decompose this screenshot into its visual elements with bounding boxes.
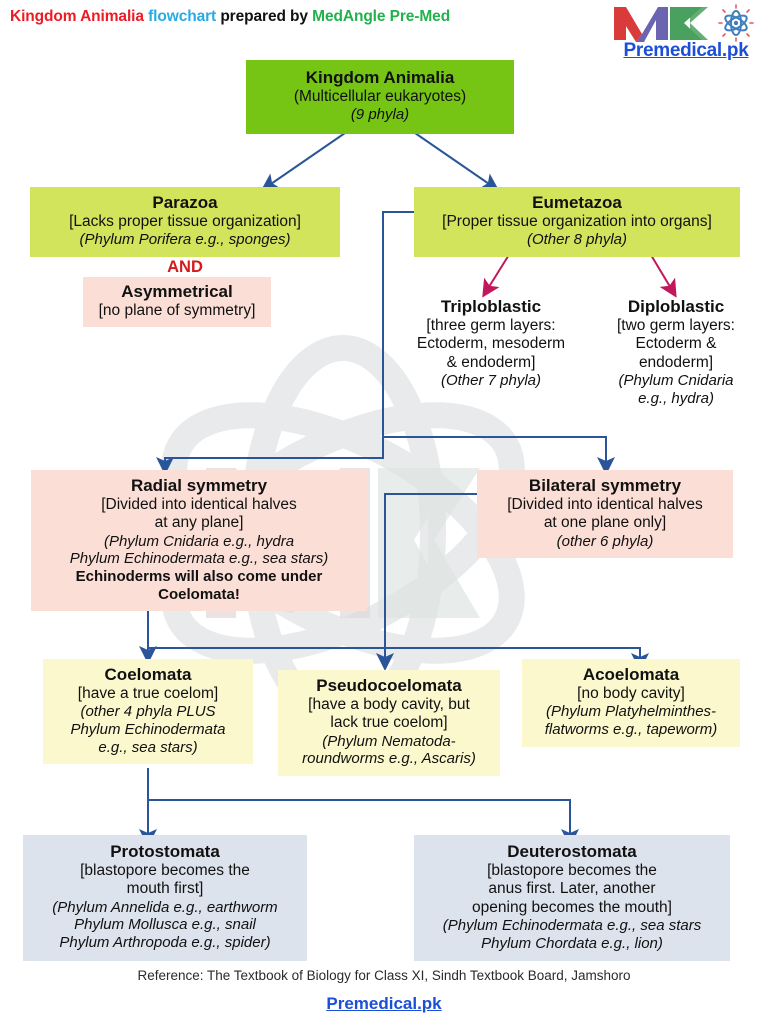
acoelomata-title: Acoelomata <box>582 665 680 684</box>
triploblastic-desc1: [three germ layers: <box>426 317 556 335</box>
acoelomata-note2: flatworms e.g., tapeworm) <box>544 721 718 739</box>
deuterostomata-note1: (Phylum Echinodermata e.g., sea stars <box>442 916 702 934</box>
deuterostomata-desc2: anus first. Later, another <box>488 880 656 898</box>
diploblastic-note2: e.g., hydra) <box>638 389 714 407</box>
title-part-kingdom: Kingdom Animalia <box>10 8 149 25</box>
page-title: Kingdom Animalia flowchart prepared by M… <box>10 8 450 26</box>
title-part-preparedby: prepared by <box>220 8 313 25</box>
brand-logo[interactable]: Premedical.pk <box>610 4 762 62</box>
node-triploblastic[interactable]: Triploblastic [three germ layers: Ectode… <box>393 297 589 390</box>
coelomata-title: Coelomata <box>104 665 192 684</box>
radial-note1: (Phylum Cnidaria e.g., hydra <box>103 532 295 550</box>
node-radial-symmetry[interactable]: Radial symmetry [Divided into identical … <box>31 470 367 612</box>
node-eumetazoa[interactable]: Eumetazoa [Proper tissue organization in… <box>414 187 740 258</box>
pseudocoelomata-note2: roundworms e.g., Ascaris) <box>302 750 476 768</box>
diploblastic-desc1: [two germ layers: <box>616 317 735 335</box>
brand-name[interactable]: Premedical.pk <box>623 40 749 61</box>
asymmetrical-desc: [no plane of symmetry] <box>98 302 256 320</box>
eumetazoa-note: (Other 8 phyla) <box>526 231 628 249</box>
radial-bold2: Coelomata! <box>158 585 240 603</box>
title-part-flowchart: flowchart <box>148 8 221 25</box>
node-asymmetrical[interactable]: Asymmetrical [no plane of symmetry] <box>83 277 271 328</box>
diploblastic-desc3: endoderm] <box>638 353 714 371</box>
medangle-m-logo <box>614 4 754 42</box>
node-pseudocoelomata[interactable]: Pseudocoelomata [have a body cavity, but… <box>278 670 500 776</box>
pseudocoelomata-title: Pseudocoelomata <box>316 676 462 695</box>
diploblastic-note1: (Phylum Cnidaria <box>618 371 734 389</box>
pseudocoelomata-desc1: [have a body cavity, but <box>308 696 470 714</box>
triploblastic-note: (Other 7 phyla) <box>440 371 542 389</box>
deuterostomata-title: Deuterostomata <box>507 842 637 861</box>
diploblastic-title: Diploblastic <box>627 297 725 316</box>
node-bilateral-symmetry[interactable]: Bilateral symmetry [Divided into identic… <box>477 470 733 559</box>
node-protostomata[interactable]: Protostomata [blastopore becomes the mou… <box>23 835 307 961</box>
pseudocoelomata-note1: (Phylum Nematoda- <box>322 732 456 750</box>
node-deuterostomata[interactable]: Deuterostomata [blastopore becomes the a… <box>414 835 730 962</box>
kingdom-desc: (Multicellular eukaryotes) <box>293 88 467 106</box>
bilateral-note: (other 6 phyla) <box>556 532 654 550</box>
radial-title: Radial symmetry <box>130 476 268 495</box>
radial-note2: Phylum Echinodermata e.g., sea stars) <box>69 550 329 568</box>
deuterostomata-desc1: [blastopore becomes the <box>487 862 657 880</box>
node-parazoa[interactable]: Parazoa [Lacks proper tissue organizatio… <box>30 187 340 258</box>
node-kingdom-animalia[interactable]: Kingdom Animalia (Multicellular eukaryot… <box>246 60 514 135</box>
triploblastic-title: Triploblastic <box>440 297 542 316</box>
bilateral-desc2: at one plane only] <box>543 514 667 532</box>
kingdom-title: Kingdom Animalia <box>305 68 455 87</box>
node-coelomata[interactable]: Coelomata [have a true coelom] (other 4 … <box>43 659 253 765</box>
title-part-brand: MedAngle Pre-Med <box>312 8 451 25</box>
parazoa-note: (Phylum Porifera e.g., sponges) <box>79 231 291 249</box>
protostomata-title: Protostomata <box>110 842 220 861</box>
triploblastic-desc3: & endoderm] <box>446 353 536 371</box>
coelomata-note1: (other 4 phyla PLUS <box>80 703 216 721</box>
deuterostomata-desc3: opening becomes the mouth] <box>472 898 672 916</box>
pseudocoelomata-desc2: lack true coelom] <box>330 714 448 732</box>
radial-bold1: Echinoderms will also come under <box>75 567 323 585</box>
atom-icon <box>718 4 754 42</box>
deuterostomata-note2: Phylum Chordata e.g., lion) <box>481 934 663 952</box>
radial-desc2: at any plane] <box>154 514 244 532</box>
eumetazoa-desc: [Proper tissue organization into organs] <box>442 213 712 231</box>
protostomata-note3: Phylum Arthropoda e.g., spider) <box>59 933 271 951</box>
and-connector-label: AND <box>167 258 203 276</box>
acoelomata-desc: [no body cavity] <box>577 685 685 703</box>
coelomata-note3: e.g., sea stars) <box>98 738 198 756</box>
coelomata-note2: Phylum Echinodermata <box>70 721 226 739</box>
triploblastic-desc2: Ectoderm, mesoderm <box>416 335 566 353</box>
reference-text: Reference: The Textbook of Biology for C… <box>137 968 631 983</box>
coelomata-desc: [have a true coelom] <box>77 685 219 703</box>
asymmetrical-title: Asymmetrical <box>121 282 233 301</box>
diploblastic-desc2: Ectoderm & <box>635 335 717 353</box>
node-acoelomata[interactable]: Acoelomata [no body cavity] (Phylum Plat… <box>522 659 740 747</box>
protostomata-desc2: mouth first] <box>126 880 204 898</box>
kingdom-note: (9 phyla) <box>350 106 410 124</box>
footer-link[interactable]: Premedical.pk <box>326 994 442 1013</box>
parazoa-title: Parazoa <box>152 193 218 212</box>
acoelomata-note1: (Phylum Platyhelminthes- <box>545 703 717 721</box>
eumetazoa-title: Eumetazoa <box>532 193 622 212</box>
node-diploblastic[interactable]: Diploblastic [two germ layers: Ectoderm … <box>592 297 760 407</box>
protostomata-note2: Phylum Mollusca e.g., snail <box>74 916 256 934</box>
protostomata-note1: (Phylum Annelida e.g., earthworm <box>52 898 278 916</box>
parazoa-desc: [Lacks proper tissue organization] <box>69 213 301 231</box>
radial-desc1: [Divided into identical halves <box>101 496 297 514</box>
protostomata-desc1: [blastopore becomes the <box>80 862 250 880</box>
bilateral-title: Bilateral symmetry <box>528 476 682 495</box>
bilateral-desc1: [Divided into identical halves <box>507 496 703 514</box>
